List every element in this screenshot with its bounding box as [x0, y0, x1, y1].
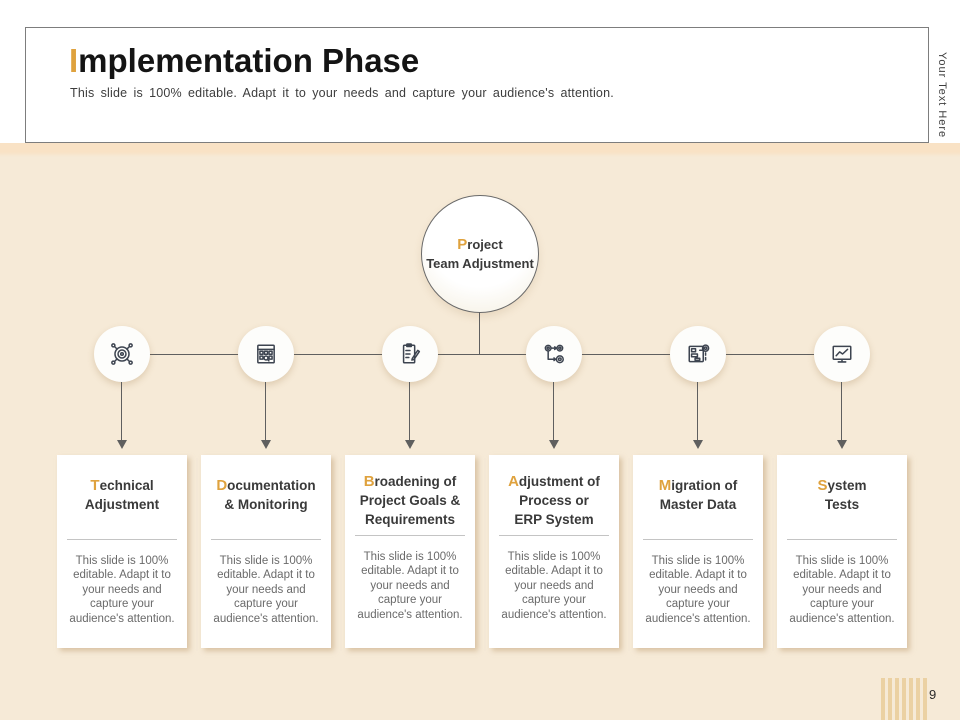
step-card-broadening-goals: Broadening of Project Goals & Requiremen…	[345, 455, 475, 648]
page-title: Implementation Phase	[69, 42, 419, 80]
connector-arrow	[116, 382, 127, 449]
clipboard-pencil-icon	[402, 343, 421, 364]
step-card-process-erp: Adjustment of Process or ERP System This…	[489, 455, 619, 648]
circuit-board-icon	[688, 344, 710, 363]
title-accent-letter: D	[216, 477, 228, 494]
subtitle: This slide is 100% editable. Adapt it to…	[70, 86, 614, 100]
arrowhead-icon	[404, 440, 415, 449]
diagram-canvas: Project Team Adjustment	[0, 143, 960, 720]
title-accent-letter: A	[508, 473, 519, 490]
step-title: Technical Adjustment	[57, 475, 187, 537]
center-text-line1: roject	[467, 237, 503, 253]
timeline-node-technical-adjustment	[94, 326, 150, 382]
page-number: 9	[929, 687, 937, 702]
connector-arrow	[548, 382, 559, 449]
timeline-node-master-data	[670, 326, 726, 382]
center-node-label: Project Team Adjustment	[426, 235, 534, 273]
arrowhead-icon	[548, 440, 559, 449]
monitoring-grid-icon	[257, 344, 275, 364]
header-box: Implementation Phase This slide is 100% …	[25, 27, 929, 143]
step-card-system-tests: System Tests This slide is 100% editable…	[777, 455, 907, 648]
title-text: roadening of Project Goals & Requirement…	[359, 474, 461, 527]
title-accent-letter: S	[817, 477, 828, 494]
step-card-technical-adjustment: Technical Adjustment This slide is 100% …	[57, 455, 187, 648]
step-title: Migration of Master Data	[633, 475, 763, 537]
step-title: Adjustment of Process or ERP System	[489, 471, 619, 533]
step-description: This slide is 100% editable. Adapt it to…	[789, 555, 895, 625]
side-text-label: Your Text Here	[936, 52, 948, 139]
monitor-chart-icon	[832, 345, 852, 363]
title-text: mplementation Phase	[78, 42, 420, 79]
step-description: This slide is 100% editable. Adapt it to…	[213, 555, 319, 625]
timeline-node-process-erp	[526, 326, 582, 382]
connector-arrow	[692, 382, 703, 449]
title-text: igration of Master Data	[659, 478, 738, 512]
divider	[355, 535, 465, 536]
timeline-node-documentation-monitoring	[238, 326, 294, 382]
arrowhead-icon	[260, 440, 271, 449]
title-text: ystem Tests	[824, 478, 867, 512]
step-card-documentation-monitoring: Documentation & Monitoring This slide is…	[201, 455, 331, 648]
connector-arrow	[836, 382, 847, 449]
timeline-node-broadening-goals	[382, 326, 438, 382]
step-description: This slide is 100% editable. Adapt it to…	[645, 555, 751, 625]
step-description: This slide is 100% editable. Adapt it to…	[357, 551, 463, 621]
center-node: Project Team Adjustment	[421, 195, 539, 313]
divider	[643, 539, 753, 540]
divider	[67, 539, 177, 540]
step-title: Broadening of Project Goals & Requiremen…	[345, 471, 475, 533]
connector-arrow	[260, 382, 271, 449]
step-title: System Tests	[777, 475, 907, 537]
arrowhead-icon	[116, 440, 127, 449]
title-accent-letter: B	[363, 473, 375, 490]
title-accent-letter: T	[90, 477, 100, 494]
process-gears-icon	[544, 344, 564, 364]
title-text: echnical Adjustment	[84, 478, 160, 512]
timeline-line	[122, 354, 842, 355]
step-description: This slide is 100% editable. Adapt it to…	[501, 551, 607, 621]
center-accent-letter: P	[457, 236, 468, 254]
title-accent-letter: M	[658, 477, 672, 494]
connector-arrow	[404, 382, 415, 449]
footer-stripes-decoration	[881, 678, 930, 720]
arrowhead-icon	[836, 440, 847, 449]
step-card-master-data: Migration of Master Data This slide is 1…	[633, 455, 763, 648]
step-title: Documentation & Monitoring	[201, 475, 331, 537]
divider	[499, 535, 609, 536]
divider	[787, 539, 897, 540]
title-text: djustment of Process or ERP System	[514, 474, 600, 527]
gear-network-icon	[111, 343, 133, 365]
title-text: ocumentation & Monitoring	[224, 478, 316, 512]
step-description: This slide is 100% editable. Adapt it to…	[69, 555, 175, 625]
center-connector-line	[479, 312, 480, 355]
center-text-line2: Team Adjustment	[426, 256, 534, 272]
arrowhead-icon	[692, 440, 703, 449]
timeline-node-system-tests	[814, 326, 870, 382]
divider	[211, 539, 321, 540]
title-accent-letter: I	[69, 42, 79, 79]
